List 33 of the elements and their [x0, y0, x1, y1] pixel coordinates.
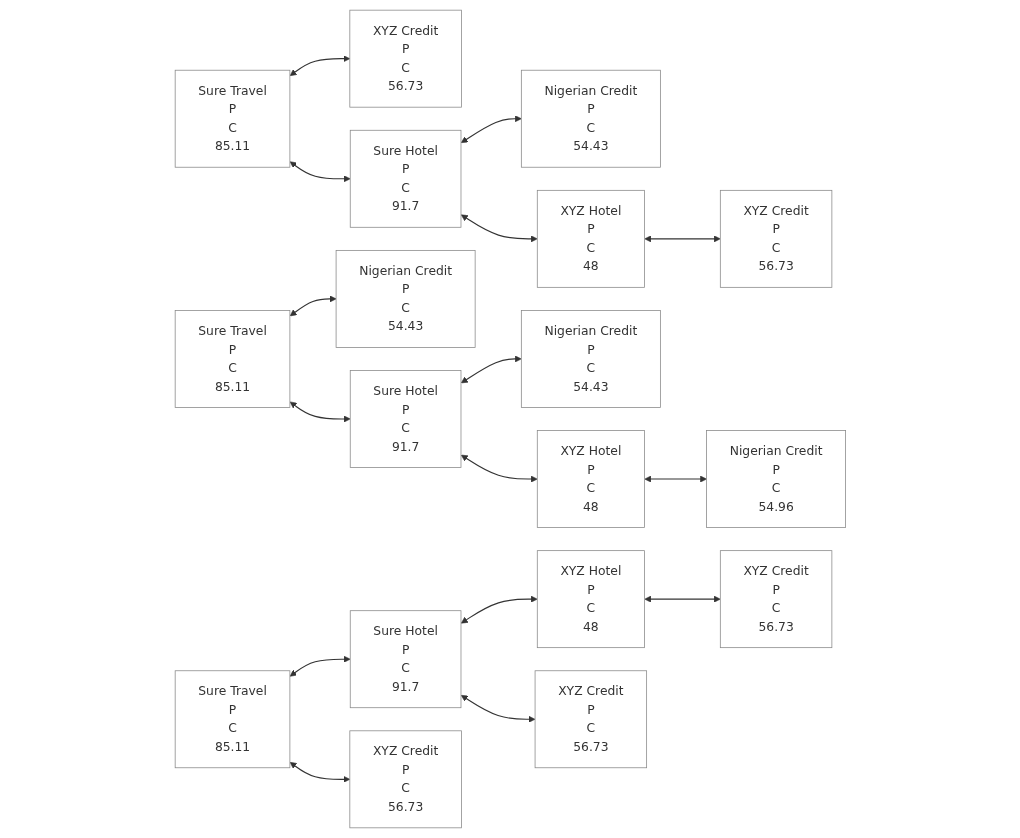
node-box: Sure Hotel P C 91.7: [349, 370, 461, 468]
arrow: [460, 214, 538, 243]
arrow: [460, 694, 535, 723]
node-box: XYZ Credit P C 56.73: [534, 670, 647, 769]
arrow: [460, 595, 538, 624]
node-box: Sure Hotel P C 91.7: [349, 610, 461, 709]
node-box: XYZ Credit P C 56.73: [349, 9, 462, 108]
node-box: Sure Travel P C 85.11: [174, 69, 290, 168]
node-box: XYZ Credit P C 56.73: [719, 189, 832, 288]
node-box: Nigerian Credit P C 54.43: [520, 69, 661, 168]
arrow: [460, 454, 538, 483]
arrow: [289, 161, 351, 183]
node-box: XYZ Hotel P C 48: [536, 189, 645, 288]
arrow: [289, 655, 351, 677]
node-box: XYZ Credit P C 56.73: [349, 730, 462, 829]
node-box: Nigerian Credit P C 54.96: [705, 430, 846, 528]
node-box: Nigerian Credit P C 54.43: [335, 250, 476, 348]
arrow: [644, 595, 721, 603]
arrow: [289, 401, 351, 423]
node-box: Sure Travel P C 85.11: [174, 670, 290, 769]
node-box: XYZ Hotel P C 48: [536, 550, 645, 649]
node-box: Sure Hotel P C 91.7: [349, 129, 461, 228]
arrow: [460, 355, 522, 384]
node-box: XYZ Hotel P C 48: [536, 430, 645, 528]
arrow: [460, 115, 522, 143]
node-box: XYZ Credit P C 56.73: [719, 550, 832, 649]
node-box: Sure Travel P C 85.11: [174, 310, 290, 408]
arrow: [289, 295, 336, 317]
arrow: [289, 55, 350, 77]
arrow: [644, 235, 721, 243]
node-box: Nigerian Credit P C 54.43: [520, 310, 661, 408]
arrow: [644, 475, 707, 483]
arrow: [289, 761, 350, 783]
